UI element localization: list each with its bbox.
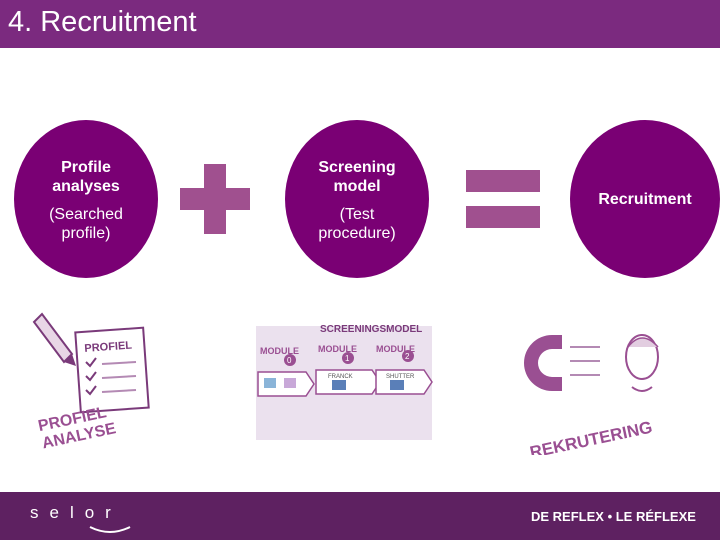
module-1: MODULE 1 — [318, 344, 357, 364]
equals-icon — [466, 170, 540, 228]
profile-card-label: PROFIEL — [84, 340, 133, 355]
module-1-label: MODULE — [318, 344, 357, 354]
module-2: MODULE 2 — [376, 344, 415, 362]
logo-swoosh — [89, 526, 131, 533]
circle-3-title: Recruitment — [598, 191, 692, 208]
recruitment-circle: Recruitment — [570, 120, 720, 278]
recruitment-illustration: REKRUTERING — [524, 334, 659, 455]
module-1-number: 1 — [345, 354, 350, 363]
profile-card-icon: PROFIEL — [74, 326, 150, 414]
screening-model-illustration: SCREENINGSMODEL MODULE 0 MODULE 1 MODULE… — [256, 324, 433, 440]
profile-analysis-illustration: PROFIEL PROFIEL ANALYSE — [32, 312, 150, 450]
footer-tagline: DE REFLEX • LE RÉFLEXE — [531, 509, 696, 524]
pencil-icon — [32, 312, 76, 366]
circle-2-subtitle: (Test procedure) — [318, 206, 396, 242]
module-2-number: 2 — [405, 352, 410, 361]
recruitment-stamp: REKRUTERING — [528, 418, 654, 455]
person-icon — [625, 334, 659, 392]
selor-logo: selor — [30, 503, 122, 522]
circle-1-title: Profile analyses — [52, 159, 120, 195]
step-1-label: FRANCK — [328, 374, 353, 380]
step-2-label: SHUTTER — [386, 374, 415, 380]
screening-model-circle: Screening model (Test procedure) — [285, 120, 429, 278]
module-2-label: MODULE — [376, 344, 415, 354]
module-0: MODULE 0 — [260, 346, 299, 366]
profile-analyses-circle: Profile analyses (Searched profile) — [14, 120, 158, 278]
footer-bar — [0, 492, 720, 540]
plus-icon — [180, 164, 250, 234]
magnet-icon — [524, 335, 562, 391]
module-0-number: 0 — [287, 356, 292, 365]
circle-2-title: Screening model — [318, 159, 396, 195]
circle-1-subtitle: (Searched profile) — [49, 206, 123, 242]
page-title: 4. Recruitment — [8, 6, 197, 38]
screening-title: SCREENINGSMODEL — [320, 324, 422, 335]
header-bar: 4. Recruitment — [0, 0, 720, 48]
module-0-label: MODULE — [260, 346, 299, 356]
